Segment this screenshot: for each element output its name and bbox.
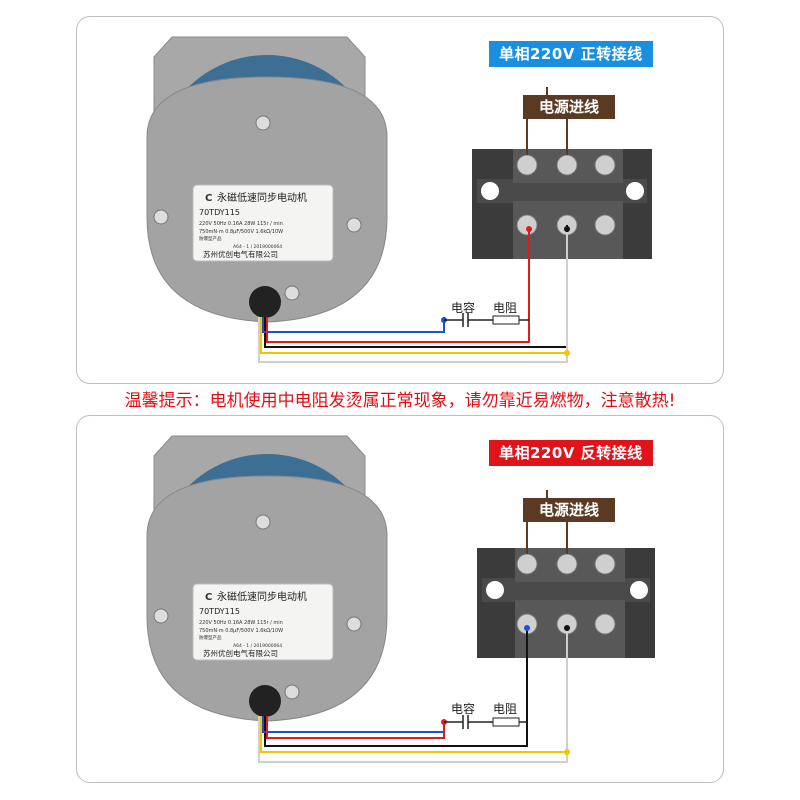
screw-icon	[284, 285, 300, 301]
screw-icon	[284, 684, 300, 700]
terminal-block	[472, 149, 652, 259]
nameplate-row1: 220V 50Hz 0.16A 28W 115r / min	[199, 221, 283, 227]
screw-icon	[346, 616, 362, 632]
cable-grommet	[249, 286, 281, 318]
nameplate-row2: 750mN·m 0.8μF/500V 1.6kΩ/10W	[199, 229, 283, 235]
resistor-label: 电阻	[493, 702, 518, 716]
capacitor-symbol	[444, 313, 487, 327]
power-input-label: 电源进线	[523, 498, 615, 522]
screw-icon	[153, 209, 169, 225]
warning-tip: 温馨提示：电机使用中电阻发烫属正常现象，请勿靠近易燃物，注意散热!	[124, 391, 676, 411]
nameplate-row1: 220V 50Hz 0.16A 28W 115r / min	[199, 620, 283, 626]
panel-title-reverse: 单相220V 反转接线	[489, 440, 653, 466]
nameplate-row3: 防爆型产品	[199, 235, 222, 242]
screw-icon	[255, 115, 271, 131]
nameplate-row2: 750mN·m 0.8μF/500V 1.6kΩ/10W	[199, 628, 283, 634]
capacitor-label: 电容	[451, 301, 476, 315]
diagram-reverse: C 永磁低速同步电动机 70TDY115 220V 50Hz 0.16A 28W…	[146, 435, 655, 763]
nameplate-title: 永磁低速同步电动机	[217, 191, 307, 204]
nameplate	[192, 184, 334, 262]
brand-c-icon: C	[205, 193, 212, 204]
capacitor-label: 电容	[451, 702, 476, 716]
nameplate-model: 70TDY115	[199, 607, 240, 616]
nameplate-maker: 苏州优创电气有限公司	[203, 648, 278, 658]
capacitor-symbol	[444, 715, 487, 729]
nameplate-model: 70TDY115	[199, 208, 240, 217]
cable-grommet	[249, 685, 281, 717]
screw-icon	[346, 217, 362, 233]
nameplate	[192, 583, 334, 661]
screw-icon	[255, 514, 271, 530]
power-input-label: 电源进线	[523, 95, 615, 119]
panel-title-forward: 单相220V 正转接线	[489, 41, 653, 67]
nameplate-serial: A64 - 1 / 2019000064	[233, 643, 282, 649]
resistor-label: 电阻	[493, 301, 518, 315]
nameplate-title: 永磁低速同步电动机	[217, 590, 307, 603]
nameplate-maker: 苏州优创电气有限公司	[203, 249, 278, 259]
diagram-forward: C 永磁低速同步电动机 70TDY115 220V 50Hz 0.16A 28W…	[146, 36, 652, 363]
resistor-symbol	[492, 717, 520, 727]
nameplate-row3: 防爆型产品	[199, 634, 222, 641]
wiring-panel-forward: C 永磁低速同步电动机 70TDY115 220V 50Hz 0.16A 28W…	[76, 16, 724, 384]
brand-c-icon: C	[205, 592, 212, 603]
resistor-symbol	[492, 315, 520, 325]
wiring-panel-reverse: C 永磁低速同步电动机 70TDY115 220V 50Hz 0.16A 28W…	[76, 415, 724, 783]
nameplate-serial: A64 - 1 / 2019000064	[233, 244, 282, 250]
screw-icon	[153, 608, 169, 624]
